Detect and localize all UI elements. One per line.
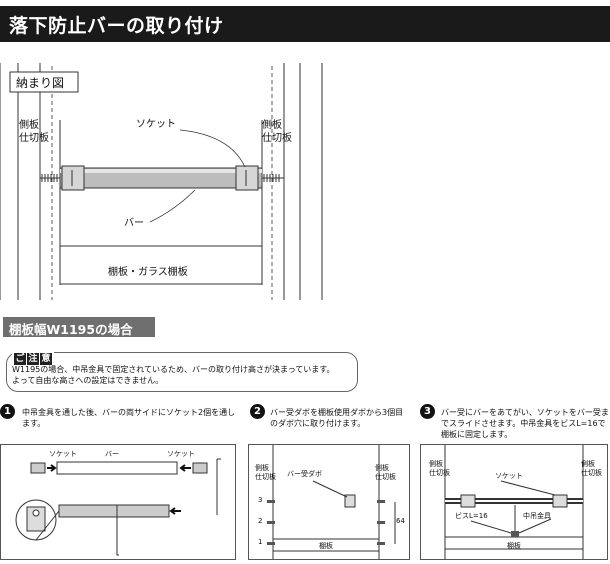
caution-char-2: 注 xyxy=(27,353,39,365)
panel2-hole-3: 3 xyxy=(258,496,263,504)
step-3-diagram xyxy=(444,445,584,559)
caution-box xyxy=(6,352,358,392)
caution-line-1: W1195の場合、中吊金具で固定されているため、バーの取り付け高さが決まっていま… xyxy=(12,365,335,374)
section-header: 棚板幅W1195の場合 xyxy=(3,317,155,337)
step-1-line-1: 中吊金具を通した後、バーの両サイドにソケット2個を通し xyxy=(22,408,236,417)
panel2-shelf: 棚板 xyxy=(319,542,333,550)
side-left-label-1: 側板 xyxy=(19,120,39,131)
installation-figure xyxy=(0,63,323,300)
side-left-label-2: 仕切板 xyxy=(19,133,49,144)
panel2-dabo: バー受ダボ xyxy=(287,470,322,478)
step-3-line-3: 棚板に固定します。 xyxy=(441,430,513,439)
panel3-screw: ビスL=16 xyxy=(455,512,488,520)
side-right-label-1: 側板 xyxy=(262,120,282,131)
step-3-number: 3 xyxy=(420,404,435,419)
panel1-socket-left: ソケット xyxy=(49,450,77,458)
step-1-line-2: ます。 xyxy=(22,419,46,428)
panel2-hole-2: 2 xyxy=(258,517,263,525)
panel3-side-right-2: 仕切板 xyxy=(581,469,602,477)
socket-label: ソケット xyxy=(136,119,176,130)
caution-char-1: ご xyxy=(14,353,26,365)
panel3-side-left-1: 側板 xyxy=(429,460,443,468)
caution-text: W1195の場合、中吊金具で固定されているため、バーの取り付け高さが決まっていま… xyxy=(12,364,352,386)
panel3-shelf: 棚板 xyxy=(507,542,521,550)
title-bar: 落下防止バーの取り付け xyxy=(0,6,610,42)
step-2-text: バー受ダボを棚板使用ダボから3個目 のダボ穴に取り付けます。 xyxy=(270,407,420,429)
caution-badge: ご注意 xyxy=(12,346,54,365)
panel2-hole-1: 1 xyxy=(258,538,263,546)
caution-line-2: よって自由な高さへの設定はできません。 xyxy=(12,376,164,385)
panel2-side-right-2: 仕切板 xyxy=(375,473,396,481)
panel1-socket-right: ソケット xyxy=(167,450,195,458)
shelf-label: 棚板・ガラス棚板 xyxy=(108,267,188,278)
step-2-line-1: バー受ダボを棚板使用ダボから3個目 xyxy=(270,408,404,417)
caution-char-3: 意 xyxy=(40,353,52,365)
panel2-side-left-1: 側板 xyxy=(255,464,269,472)
page-title: 落下防止バーの取り付け xyxy=(9,15,224,37)
step-2-line-2: のダボ穴に取り付けます。 xyxy=(270,419,366,428)
section-title: 棚板幅W1195の場合 xyxy=(9,322,133,337)
side-right-label-2: 仕切板 xyxy=(262,133,292,144)
bar-label: バー xyxy=(124,218,144,229)
panel3-hanger: 中吊金具 xyxy=(523,512,551,520)
step-2-number: 2 xyxy=(250,404,265,419)
step-1-diagram xyxy=(15,458,221,556)
panel3-side-left-2: 仕切板 xyxy=(429,469,450,477)
step-1-number: 1 xyxy=(0,404,15,419)
step-3-line-1: バー受にバーをあてがい、ソケットをバー受ま xyxy=(441,408,609,417)
step-3-line-2: でスライドさせます。中吊金具をビスL=16で xyxy=(441,419,606,428)
step-1-panel: ソケット バー ソケット xyxy=(0,444,236,560)
panel2-dimension: 64 xyxy=(396,517,405,525)
panel3-socket: ソケット xyxy=(495,472,523,480)
panel3-side-right-1: 側板 xyxy=(581,460,595,468)
step-3-text: バー受にバーをあてがい、ソケットをバー受ま でスライドさせます。中吊金具をビスL… xyxy=(441,407,609,440)
figure-label: 納まり図 xyxy=(16,76,65,90)
step-1-text: 中吊金具を通した後、バーの両サイドにソケット2個を通し ます。 xyxy=(22,407,252,429)
step-3-panel: 側板 仕切板 側板 仕切板 ソケット ビスL=16 中吊金具 棚板 xyxy=(420,444,608,560)
step-2-panel: 側板 仕切板 側板 仕切板 バー受ダボ 3 2 1 64 棚板 xyxy=(248,444,410,560)
panel2-side-right-1: 側板 xyxy=(375,464,389,472)
step-2-diagram xyxy=(267,445,396,559)
panel2-side-left-2: 仕切板 xyxy=(255,473,276,481)
panel1-bar: バー xyxy=(105,450,119,458)
